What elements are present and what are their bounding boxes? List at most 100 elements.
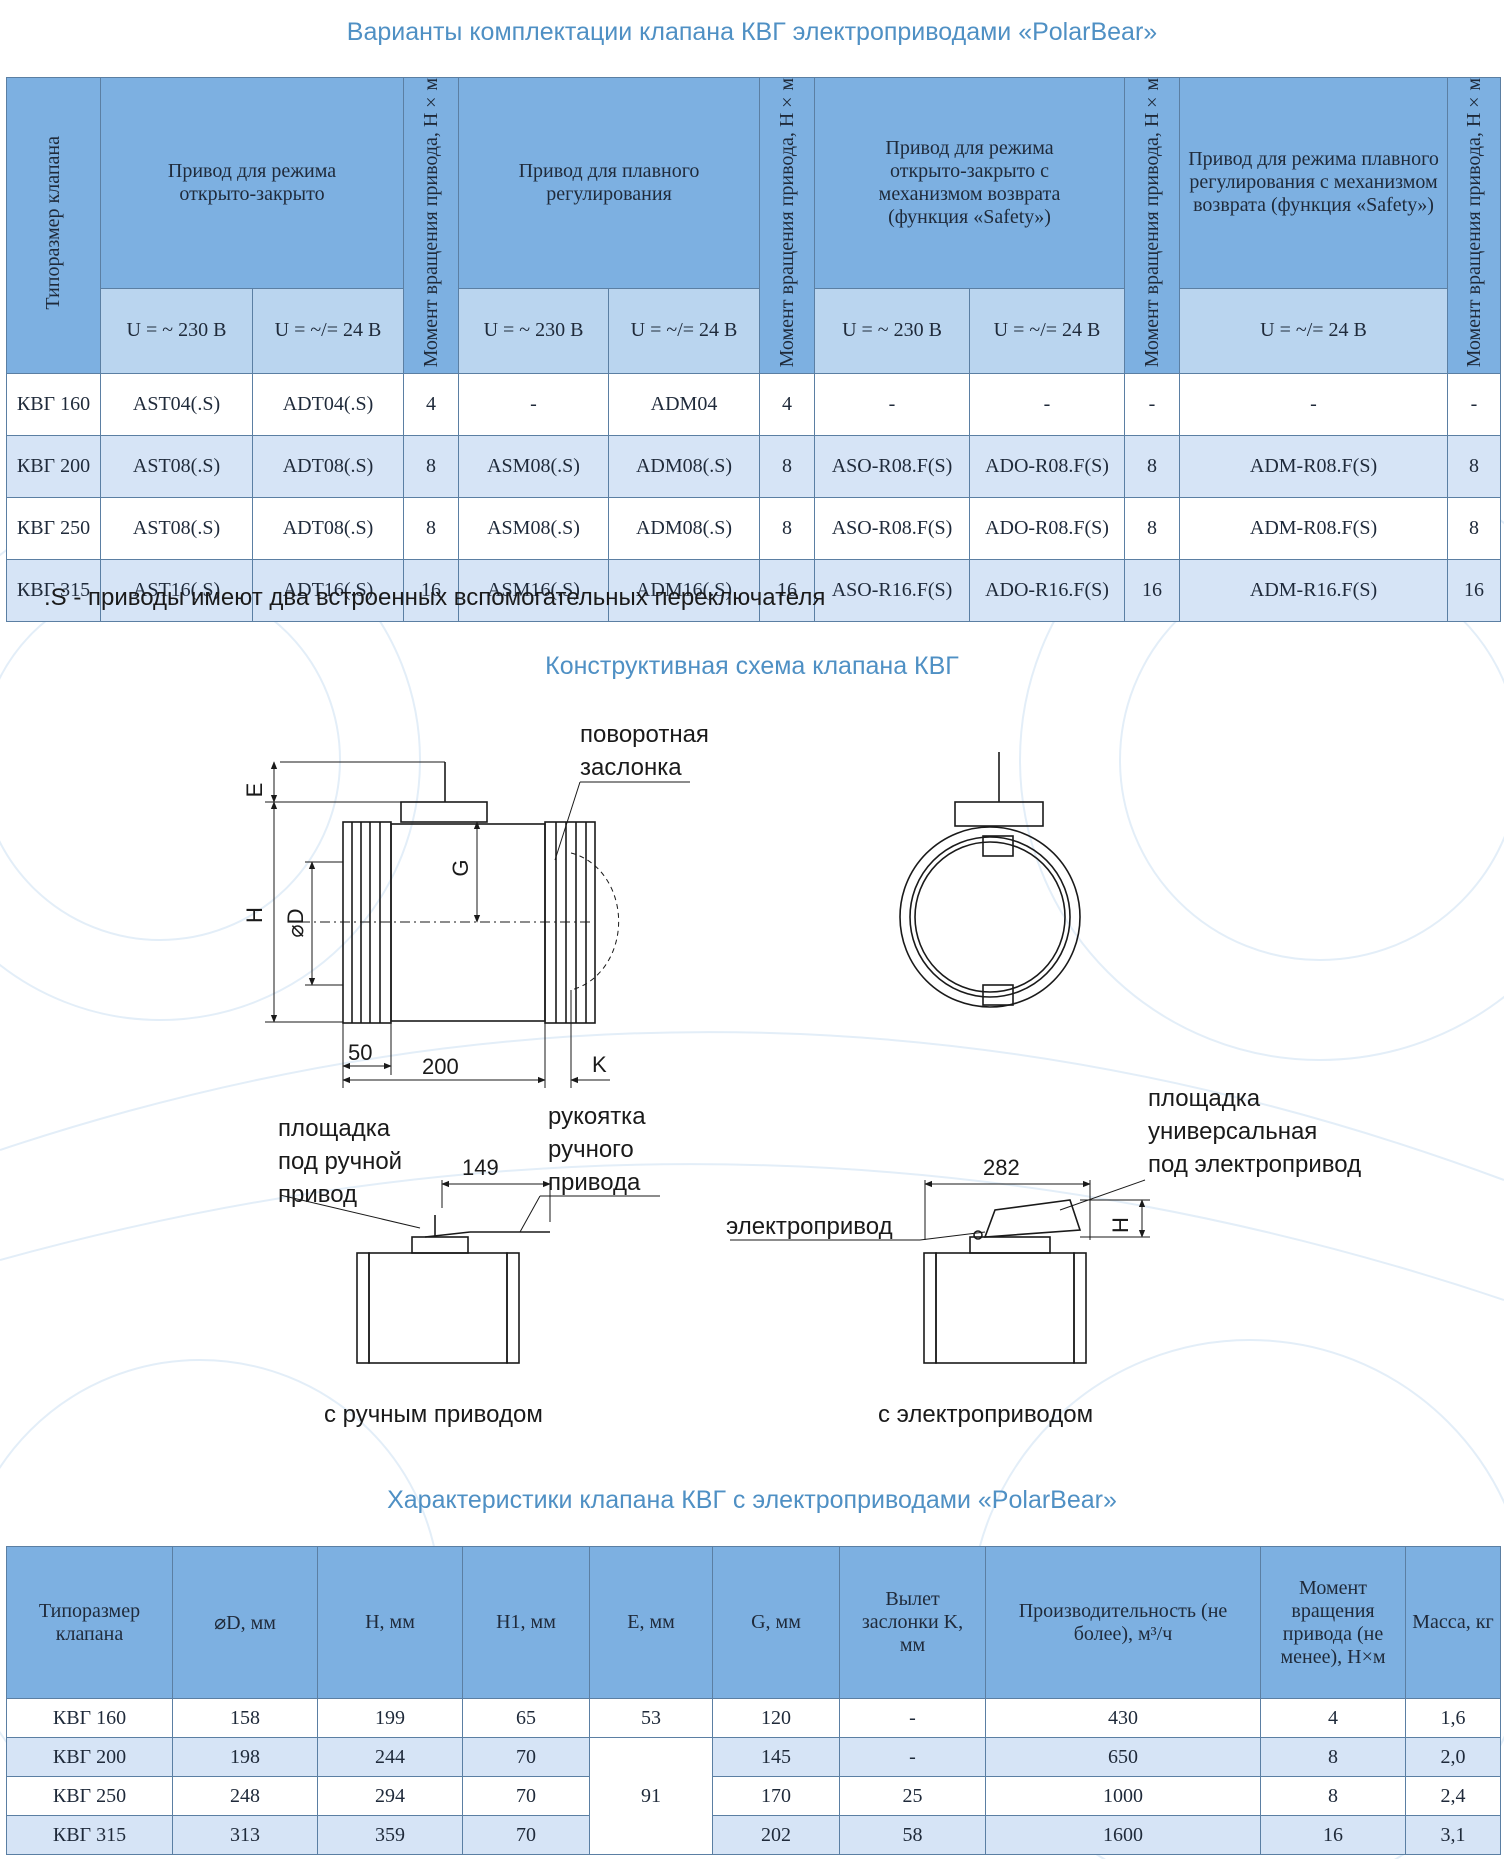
table-cell: 8 xyxy=(403,497,460,561)
table-cell: КВГ 315 xyxy=(6,559,101,623)
table-cell: AST16(.S) xyxy=(100,559,253,623)
damper-label: поворотная заслонка xyxy=(580,721,709,781)
table-cell: 145 xyxy=(712,1737,840,1777)
table-cell: КВГ 160 xyxy=(6,1698,173,1738)
caption-manual: с ручным приводом xyxy=(324,1401,543,1428)
dim-e-label: E xyxy=(242,783,267,798)
table-cell: 25 xyxy=(839,1776,986,1816)
table-cell: ADM-R08.F(S) xyxy=(1179,497,1449,561)
t2-header-h1: H1, мм xyxy=(462,1546,590,1699)
side-view xyxy=(265,761,690,1088)
header-u24: U = ~/= 24 В xyxy=(251,287,405,375)
table-cell: 4 xyxy=(403,373,460,437)
t2-header-capacity: Производительность (не более), м³/ч xyxy=(985,1546,1261,1699)
dim-g-label: G xyxy=(448,859,473,876)
header-torque-1: Момент вращения привода, Н×м xyxy=(403,76,460,375)
header-torque-3: Момент вращения привода, Н×м xyxy=(1124,76,1181,375)
table-cell: ASM16(.S) xyxy=(458,559,610,623)
t2-header-mass: Масса, кг xyxy=(1405,1546,1501,1699)
manual-pad-label: площадка под ручной привод xyxy=(278,1115,403,1208)
table-cell: 198 xyxy=(172,1737,318,1777)
table-cell: 4 xyxy=(1260,1698,1406,1738)
table-cell: ADT08(.S) xyxy=(251,435,405,499)
dim-200-label: 200 xyxy=(422,1054,459,1079)
table-cell: КВГ 200 xyxy=(6,1737,173,1777)
table-cell: 199 xyxy=(317,1698,463,1738)
table-cell: 1000 xyxy=(985,1776,1261,1816)
table-cell: ASO-R08.F(S) xyxy=(814,435,971,499)
table-cell-e-merged: 91 xyxy=(589,1737,713,1855)
table-cell: - xyxy=(1124,373,1181,437)
table-cell: AST08(.S) xyxy=(100,435,253,499)
table-cell: 8 xyxy=(759,435,816,499)
dim-k-label: K xyxy=(592,1052,607,1077)
header-u230: U = ~ 230 В xyxy=(100,287,253,375)
table-cell: 294 xyxy=(317,1776,463,1816)
table-cell: 16 xyxy=(1260,1815,1406,1855)
table-cell: 65 xyxy=(462,1698,590,1738)
table-cell: 170 xyxy=(712,1776,840,1816)
table-cell: 53 xyxy=(589,1698,713,1738)
t2-header-size: Типоразмер клапана xyxy=(6,1546,173,1699)
actuator-options-table: Типоразмер клапана Привод для режима отк… xyxy=(6,76,1502,623)
header-open-close: Привод для режима открыто-закрыто xyxy=(99,77,405,289)
table-cell: 359 xyxy=(317,1815,463,1855)
table-cell: - xyxy=(458,373,610,437)
table-cell: 8 xyxy=(1260,1737,1406,1777)
table-cell: 120 xyxy=(712,1698,840,1738)
header-u24: U = ~/= 24 В xyxy=(1179,287,1449,375)
table-cell: - xyxy=(839,1737,986,1777)
header-torque-2: Момент вращения привода, Н×м xyxy=(759,76,816,375)
table-cell: ADM04 xyxy=(608,373,761,437)
electric-drive-view xyxy=(730,1179,1150,1364)
table-cell: - xyxy=(969,373,1126,437)
table2-title: Характеристики клапана КВГ с электроприв… xyxy=(387,1486,1117,1514)
table-cell: 8 xyxy=(1260,1776,1406,1816)
table-cell: ADM16(.S) xyxy=(608,559,761,623)
manual-drive-view xyxy=(279,1180,660,1364)
table-cell: 16 xyxy=(1447,559,1502,623)
table-cell: 70 xyxy=(462,1737,590,1777)
table-cell: 16 xyxy=(1124,559,1181,623)
header-u230: U = ~ 230 В xyxy=(814,287,971,375)
table-cell: ADM08(.S) xyxy=(608,497,761,561)
table-cell: 1,6 xyxy=(1405,1698,1501,1738)
table1-title: Варианты комплектации клапана КВГ электр… xyxy=(346,18,1158,46)
table-cell: ASM08(.S) xyxy=(458,497,610,561)
dim-h1-label: H xyxy=(1108,1217,1133,1233)
table-cell: 248 xyxy=(172,1776,318,1816)
actuator-label: электропривод xyxy=(726,1213,893,1240)
table-cell: 202 xyxy=(712,1815,840,1855)
table-cell: ADM-R08.F(S) xyxy=(1179,435,1449,499)
table-cell: 244 xyxy=(317,1737,463,1777)
header-modulating-safety: Привод для режима плавного регулирования… xyxy=(1179,77,1449,289)
table-cell: 58 xyxy=(839,1815,986,1855)
table-cell: - xyxy=(839,1698,986,1738)
valve-specs-table: Типоразмер клапана ⌀D, мм H, мм H1, мм E… xyxy=(6,1546,1501,1855)
dim-50-label: 50 xyxy=(348,1040,372,1065)
handle-label: рукоятка ручного привода xyxy=(548,1103,646,1196)
table-cell: 8 xyxy=(403,435,460,499)
header-size: Типоразмер клапана xyxy=(6,76,101,375)
header-modulating: Привод для плавного регулирования xyxy=(458,77,761,289)
table-cell: 16 xyxy=(759,559,816,623)
table-cell: КВГ 250 xyxy=(6,497,101,561)
t2-header-h: H, мм xyxy=(317,1546,463,1699)
diagram-title: Конструктивная схема клапана КВГ xyxy=(545,652,959,680)
front-view xyxy=(899,752,1081,1008)
universal-pad-label: площадка универсальная под электропривод xyxy=(1148,1085,1362,1178)
header-u24: U = ~/= 24 В xyxy=(969,287,1126,375)
header-open-close-safety: Привод для режима открыто-закрыто с меха… xyxy=(814,77,1126,289)
table-cell: 8 xyxy=(759,497,816,561)
table-cell: AST08(.S) xyxy=(100,497,253,561)
table-cell: ADT08(.S) xyxy=(251,497,405,561)
table-cell: ASO-R16.F(S) xyxy=(814,559,971,623)
table-cell: - xyxy=(1447,373,1502,437)
dim-149-label: 149 xyxy=(462,1155,499,1180)
